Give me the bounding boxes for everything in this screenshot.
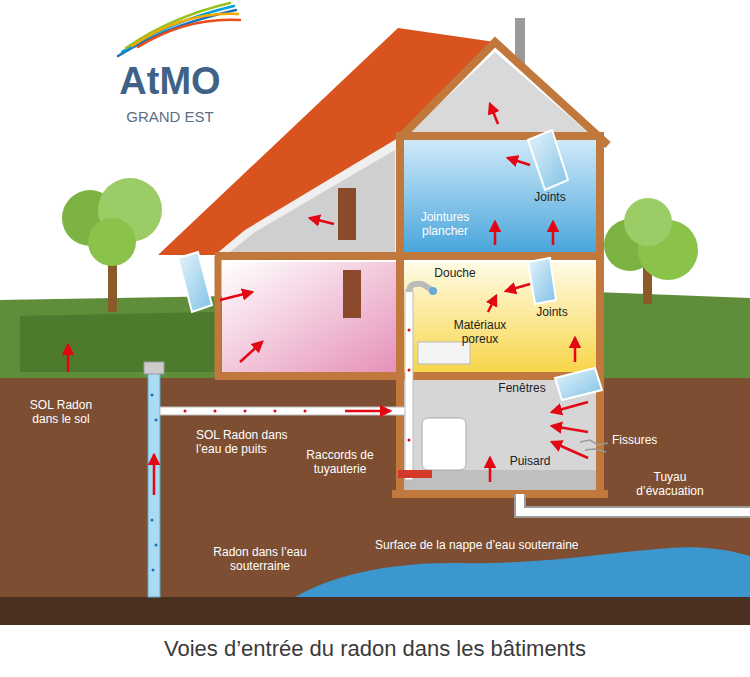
window	[528, 130, 568, 190]
house	[398, 42, 608, 145]
logo-swirl	[118, 10, 236, 56]
plumbing	[405, 290, 413, 480]
house	[392, 490, 608, 498]
radon-arrow	[490, 104, 498, 124]
tree	[624, 198, 672, 246]
entry-label: Fissures	[612, 433, 682, 447]
entry-label: Puisard	[500, 454, 560, 468]
radon-arrow	[506, 284, 530, 291]
plumbing	[409, 284, 432, 292]
well	[152, 569, 155, 572]
radon-arrow	[508, 158, 530, 165]
radon-arrow	[552, 442, 588, 458]
well	[151, 394, 154, 397]
radon-arrow	[552, 222, 555, 245]
plumbing	[408, 329, 411, 332]
plumbing	[160, 284, 750, 512]
plumbing	[398, 470, 432, 478]
radon-arrow	[68, 104, 588, 495]
house	[215, 256, 222, 378]
window	[178, 130, 602, 400]
water-label: Radon dans l’eau souterraine	[200, 545, 320, 574]
plumbing	[408, 369, 411, 372]
window	[555, 368, 602, 400]
plumbing	[429, 287, 437, 295]
entry-label: Joints	[520, 190, 580, 204]
radon-arrow	[494, 222, 497, 245]
soil-label: SOL Radon dans le sol	[22, 398, 100, 427]
crack	[580, 440, 608, 445]
plumbing	[422, 418, 466, 470]
tree	[604, 198, 698, 304]
well	[155, 544, 158, 547]
entry-label: Tuyau d’évacuation	[625, 470, 715, 499]
radon-arrow	[552, 426, 588, 432]
entry-label: Douche	[425, 266, 485, 280]
radon-arrow	[574, 338, 577, 362]
radon-arrow	[488, 296, 496, 312]
plumbing	[304, 410, 307, 413]
water-label: Surface de la nappe d’eau souterraine	[375, 538, 578, 552]
window	[528, 258, 556, 304]
logo-swirl	[118, 3, 240, 56]
entry-label: Jointures plancher	[410, 210, 480, 239]
tree	[62, 178, 162, 312]
plumbing	[184, 410, 187, 413]
radon-arrow	[310, 218, 334, 224]
radon-arrow	[153, 455, 156, 495]
crack	[585, 449, 606, 452]
entry-label: Matériaux poreux	[445, 318, 515, 347]
soil-label: SOL Radon dans l’eau de puits	[196, 428, 296, 457]
ground	[290, 547, 750, 600]
plumbing	[274, 410, 277, 413]
crack	[580, 440, 608, 452]
plumbing	[244, 410, 247, 413]
house	[343, 270, 361, 318]
tree	[88, 218, 136, 266]
house	[158, 18, 608, 498]
entry-label: Raccords de tuyauterie	[298, 448, 382, 477]
plumbing	[408, 439, 411, 442]
radon-arrow	[67, 345, 70, 372]
entry-label: Joints	[522, 305, 582, 319]
house	[404, 140, 596, 252]
house	[338, 188, 356, 240]
house	[400, 136, 600, 494]
ground	[20, 312, 215, 372]
well	[144, 362, 164, 374]
ground	[595, 292, 750, 378]
ground	[0, 378, 750, 600]
plumbing	[520, 494, 750, 512]
well	[155, 419, 158, 422]
caption: Voies d’entrée du radon dans les bâtimen…	[0, 636, 750, 662]
well	[151, 519, 154, 522]
radon-arrow	[240, 342, 262, 362]
plumbing	[160, 407, 410, 415]
well	[148, 372, 160, 597]
plumbing	[214, 410, 217, 413]
logo-text: AtMO	[110, 62, 230, 100]
radon-arrow	[552, 402, 588, 412]
ground	[0, 597, 750, 625]
radon-arrow	[220, 292, 252, 300]
radon-arrow	[345, 410, 390, 413]
house	[404, 470, 596, 492]
window	[178, 252, 212, 312]
house	[404, 262, 596, 374]
logo-swirl	[138, 20, 240, 47]
house	[222, 262, 400, 374]
radon-arrow	[489, 458, 492, 482]
entry-label: Fenêtres	[487, 381, 557, 395]
well	[144, 362, 164, 597]
plumbing	[520, 494, 750, 512]
logo-subtitle: GRAND EST	[110, 108, 230, 126]
